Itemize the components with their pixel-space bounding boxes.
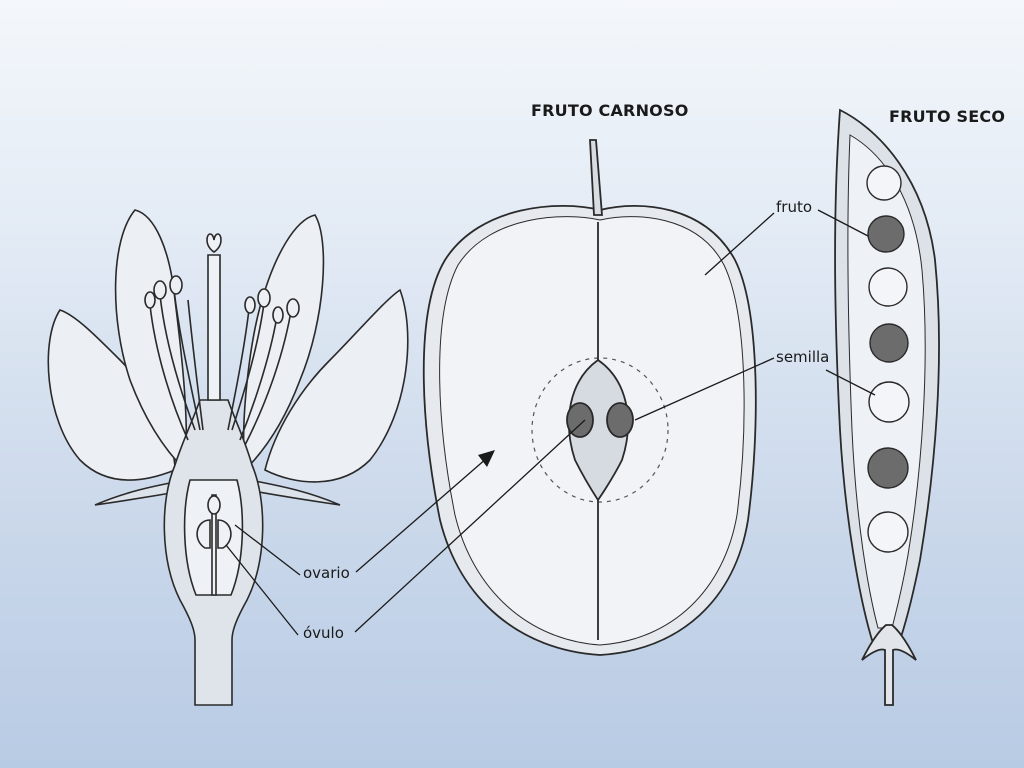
arrow-head (478, 450, 495, 467)
fleshy-fruit-title: FRUTO CARNOSO (531, 101, 689, 120)
dry-fruit-pea-pod (834, 108, 940, 706)
dry-fruit-title: FRUTO SECO (889, 107, 1006, 126)
right-outer-petal (264, 288, 409, 483)
flower-cross-section (47, 209, 409, 706)
fruit-label: fruto (776, 198, 813, 216)
ovary-label: ovario (303, 564, 350, 582)
fleshy-fruit-apple (422, 139, 757, 656)
stigma (206, 233, 222, 253)
ovules (196, 494, 232, 596)
pea-seeds (866, 165, 910, 553)
apple-core-zone (531, 357, 669, 503)
apple-seed-left (566, 402, 594, 438)
apple-stem (589, 139, 603, 216)
leader-lines (225, 209, 876, 636)
seed-label: semilla (776, 348, 830, 366)
apple-seed-right (606, 402, 634, 438)
pistil-style (207, 254, 221, 401)
ovule-label: óvulo (303, 624, 344, 642)
pod-calyx (861, 624, 917, 706)
left-outer-petal (47, 309, 176, 481)
